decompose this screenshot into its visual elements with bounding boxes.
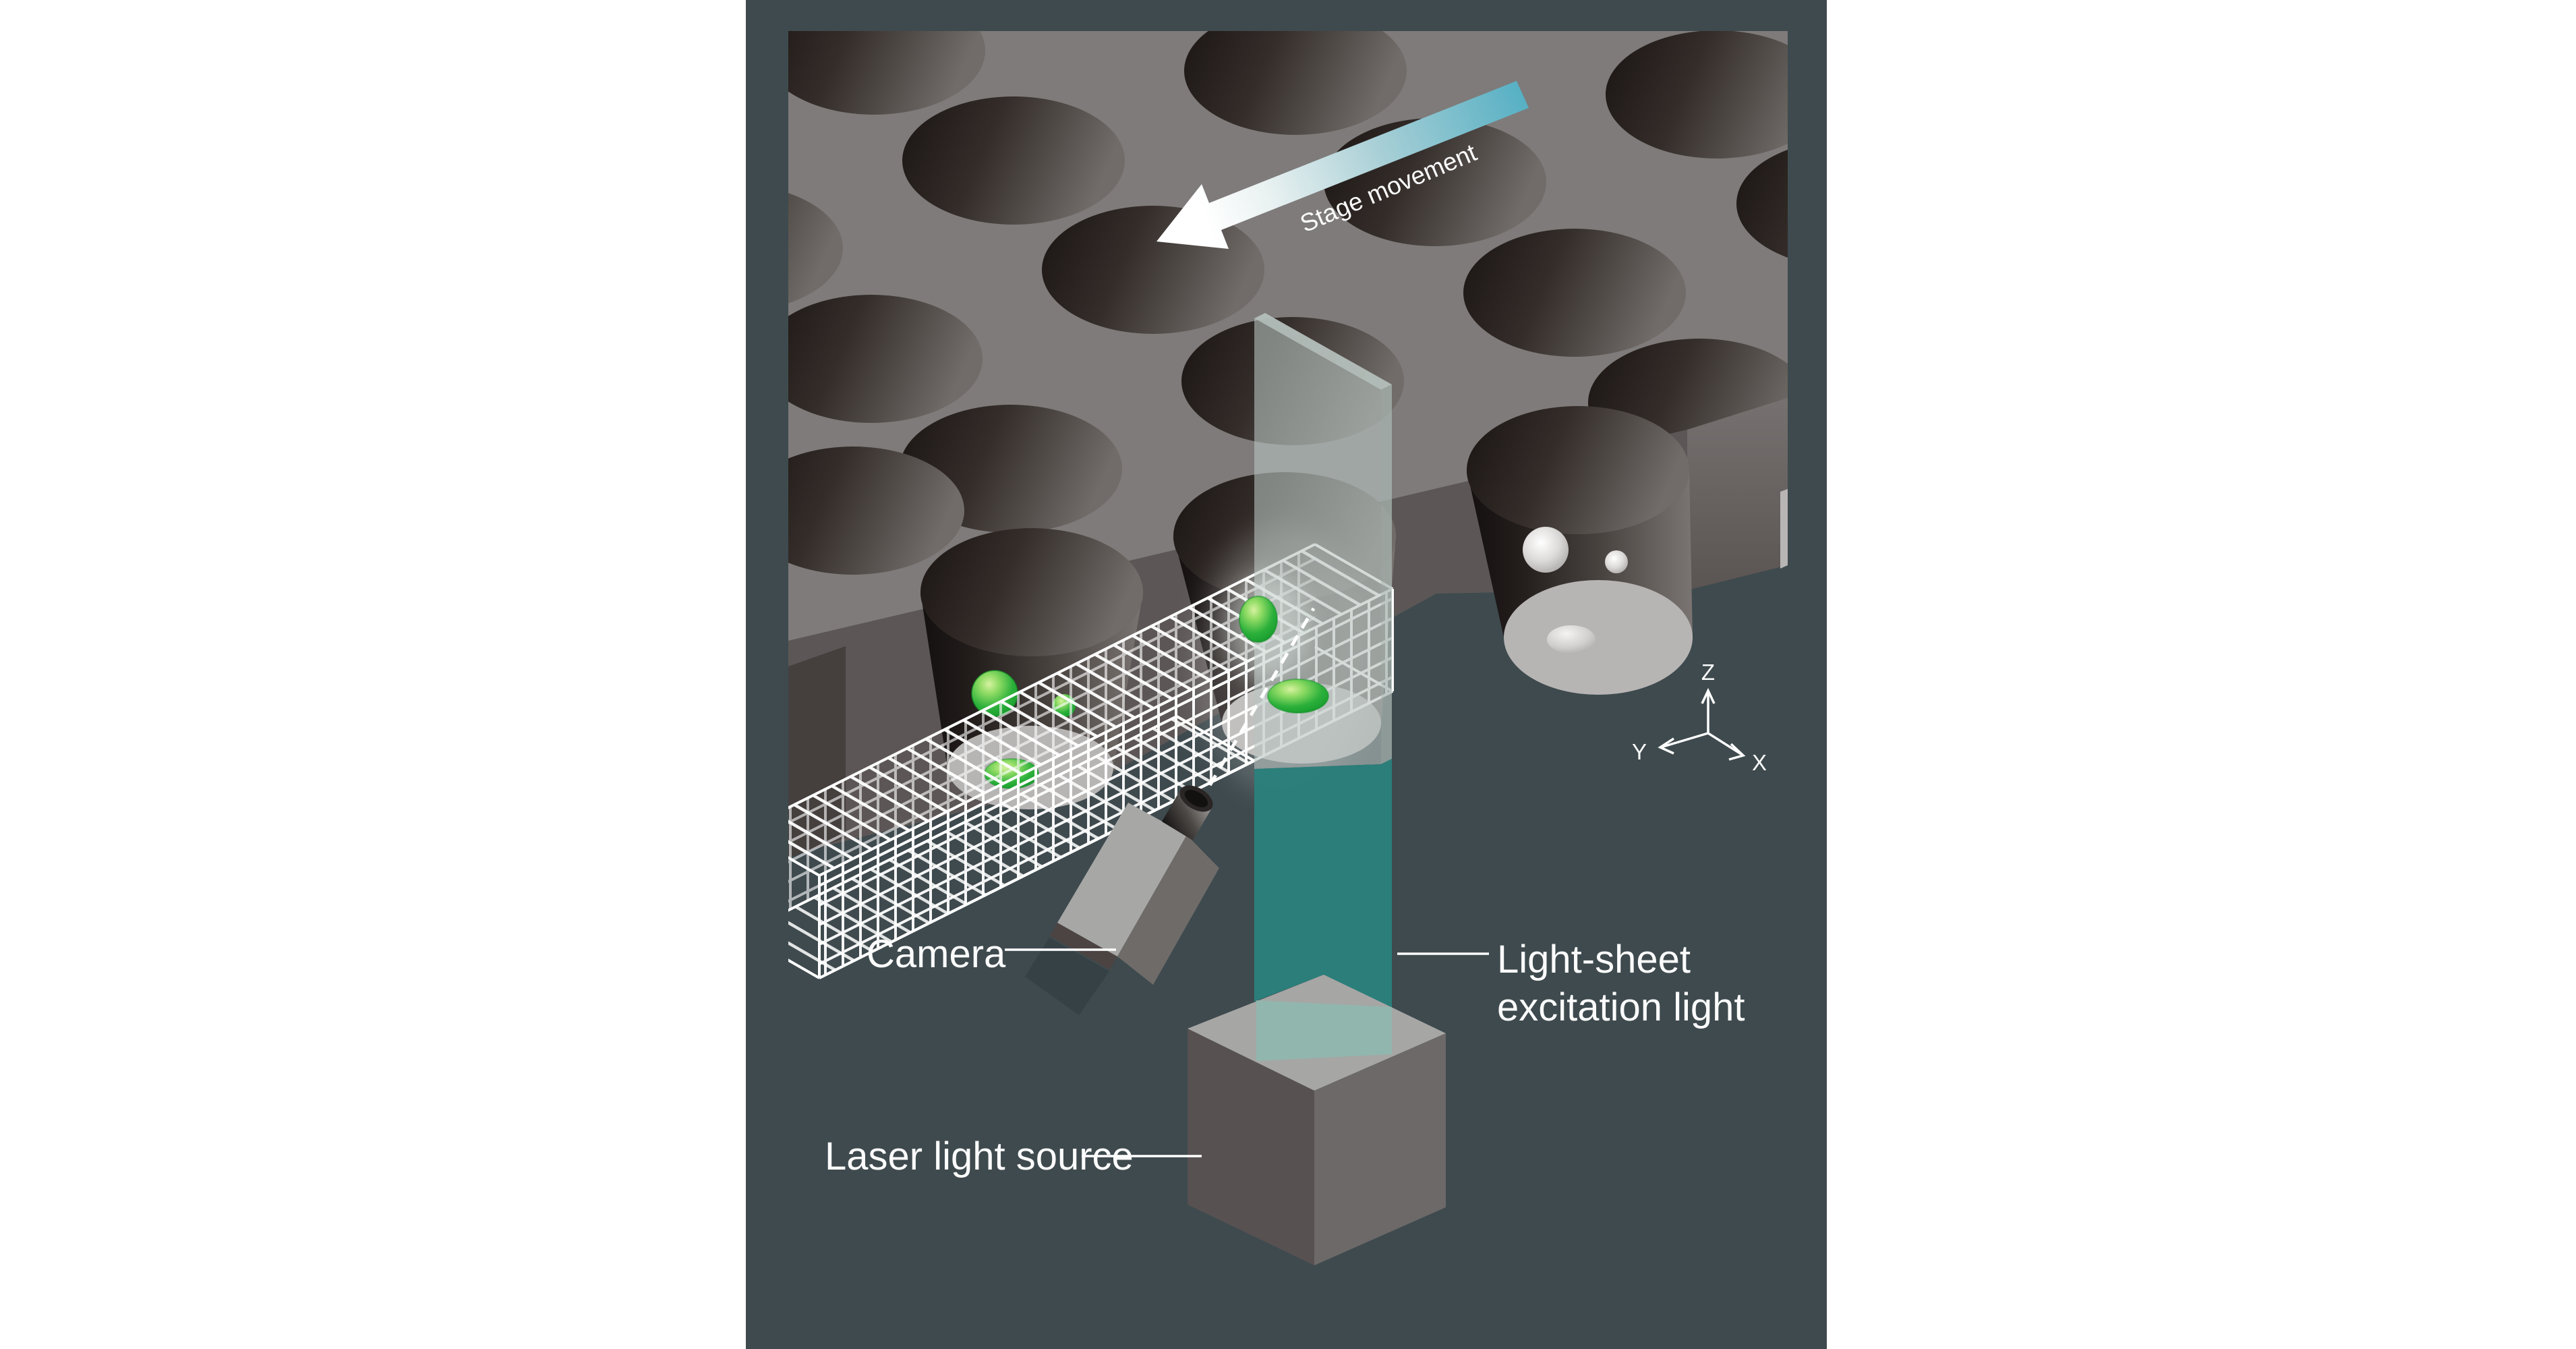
media-disk [1504, 580, 1693, 695]
optical-axis-dashed-line [1198, 607, 1316, 804]
bead-white [1523, 527, 1569, 573]
leader-lines [1005, 948, 1489, 1157]
light-sheet-label-line2: excitation light [1497, 985, 1745, 1029]
plate-right-side-face [1687, 398, 1788, 590]
camera [1025, 785, 1219, 1015]
organoid-green [1267, 679, 1329, 714]
sheet-top-sliver [1254, 313, 1392, 390]
y-axis-arrowhead [1658, 737, 1674, 755]
y-axis-label: Y [1632, 739, 1647, 764]
x-axis-arrowhead [1728, 743, 1746, 761]
camera-lens-aperture [1184, 790, 1208, 807]
light-sheet-label-line1: Light-sheet [1497, 938, 1691, 981]
camera-shadow [1025, 938, 1109, 1015]
sheet-through-box-top [1256, 1000, 1392, 1061]
sheet-right-edge [1381, 384, 1392, 764]
mesh-bottom-face [788, 716, 1254, 978]
arrow-shape [1157, 81, 1529, 249]
microwell-plate: Stage movement [788, 31, 1788, 1008]
plate-wells [788, 31, 1788, 575]
camera-body-front [1057, 803, 1187, 956]
cut-well-right [1467, 406, 1693, 695]
x-axis-line [1707, 732, 1742, 755]
camera-label: Camera [867, 932, 1006, 976]
x-axis-label: X [1752, 750, 1767, 775]
laser-box-front [1188, 1029, 1314, 1265]
laser-light-source [1188, 975, 1446, 1265]
sheet-lower-solid [1254, 759, 1392, 1008]
camera-underside [1050, 923, 1117, 970]
laser-box-side [1314, 1033, 1446, 1265]
bead-white [1605, 550, 1628, 573]
camera-body-side [1117, 835, 1219, 985]
plate-right-edge-sliver [1780, 489, 1788, 569]
z-axis-arrowhead [1701, 687, 1716, 704]
droplet-white [1547, 625, 1596, 654]
laser-label: Laser light source [825, 1135, 1134, 1178]
axis-indicator: Z Y X [1632, 660, 1767, 775]
y-axis-line [1662, 732, 1709, 748]
light-sheet [1254, 313, 1392, 1008]
organoid-green [1239, 596, 1278, 643]
z-axis-label: Z [1701, 660, 1715, 685]
